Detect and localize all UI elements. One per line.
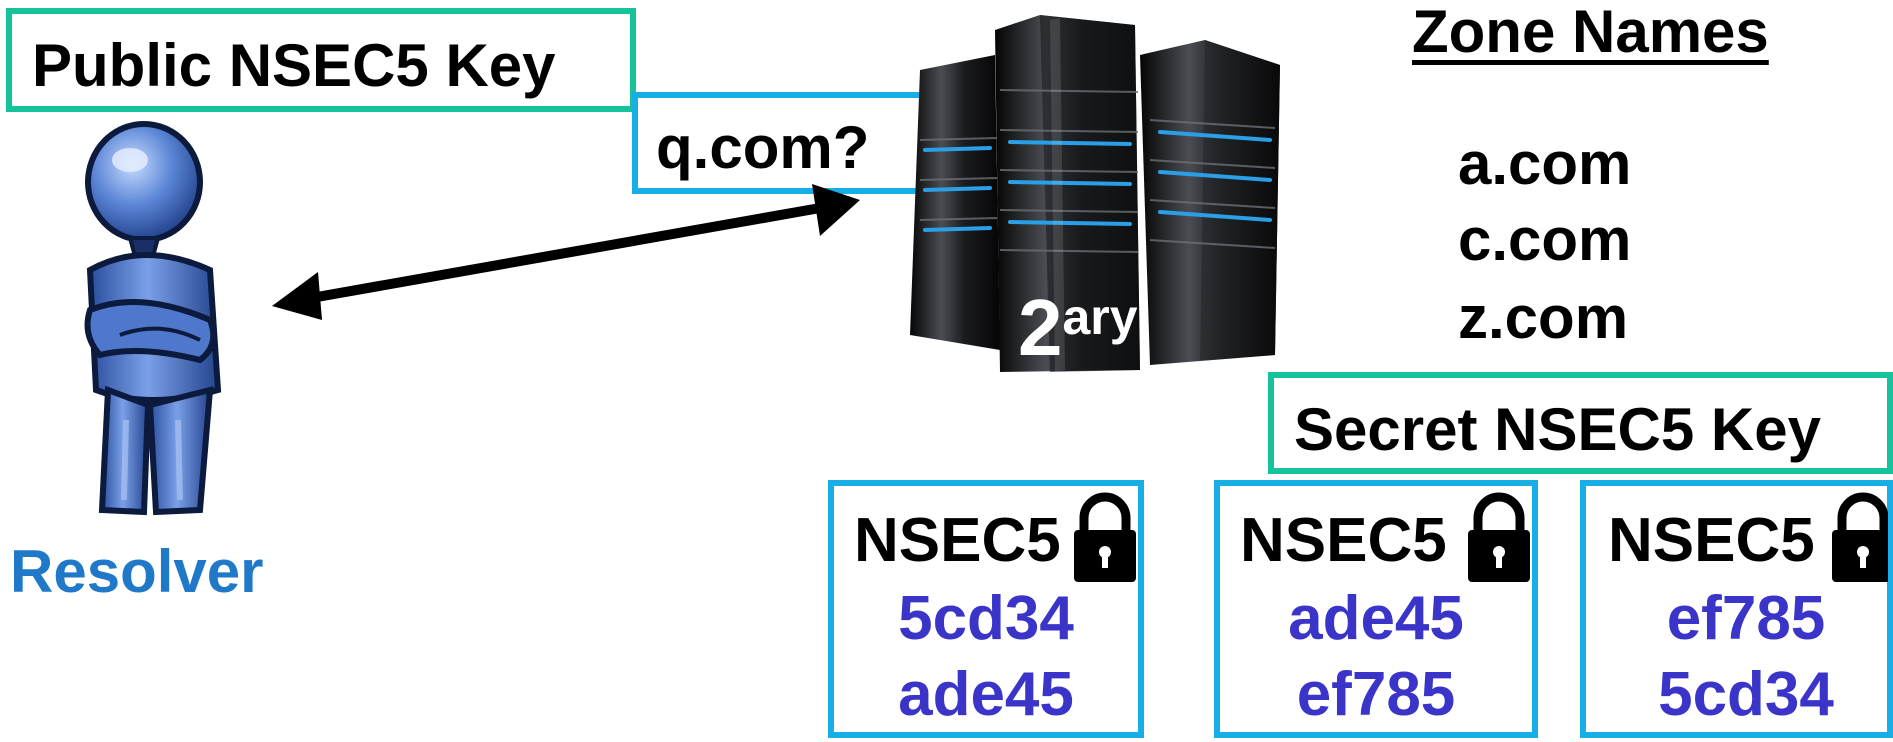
query-box: q.com?: [632, 92, 928, 194]
zone-name-item: c.com: [1458, 206, 1632, 273]
nsec5-record-box: NSEC5 5cd34 ade45: [828, 480, 1144, 738]
query-arrow: [272, 184, 860, 320]
lock-icon: [1832, 492, 1888, 582]
nsec5-hash-from: ef785: [1666, 584, 1826, 653]
resolver-label: Resolver: [10, 538, 264, 605]
nsec5-type-label: NSEC5: [1608, 506, 1815, 575]
nsec5-type-label: NSEC5: [1240, 506, 1447, 575]
zone-name-item: a.com: [1458, 130, 1632, 197]
nsec5-type-label: NSEC5: [854, 506, 1061, 575]
server-rack-icon: [910, 15, 1280, 372]
nsec5-hash-from: ade45: [1288, 584, 1464, 653]
nsec5-hash-from: 5cd34: [898, 584, 1074, 653]
nsec5-hash-to: ef785: [1296, 660, 1456, 729]
secret-key-label: Secret NSEC5 Key: [1294, 396, 1821, 463]
zone-heading: Zone Names: [1412, 0, 1769, 65]
server-label: 2ary: [1018, 288, 1138, 368]
secret-key-box: Secret NSEC5 Key: [1268, 372, 1893, 474]
public-key-label: Public NSEC5 Key: [32, 32, 556, 99]
nsec5-record-box: NSEC5 ade45 ef785: [1214, 480, 1538, 738]
query-label: q.com?: [656, 114, 870, 181]
lock-icon: [1468, 492, 1530, 582]
nsec5-record-box: NSEC5 ef785 5cd34: [1580, 480, 1893, 738]
server-label-base: 2: [1018, 283, 1063, 372]
lock-icon: [1074, 492, 1136, 582]
nsec5-hash-to: ade45: [898, 660, 1074, 729]
public-key-box: Public NSEC5 Key: [6, 8, 636, 112]
person-icon: [84, 121, 222, 516]
zone-name-item: z.com: [1458, 284, 1629, 351]
nsec5-hash-to: 5cd34: [1658, 660, 1834, 729]
server-label-sup: ary: [1062, 289, 1138, 345]
